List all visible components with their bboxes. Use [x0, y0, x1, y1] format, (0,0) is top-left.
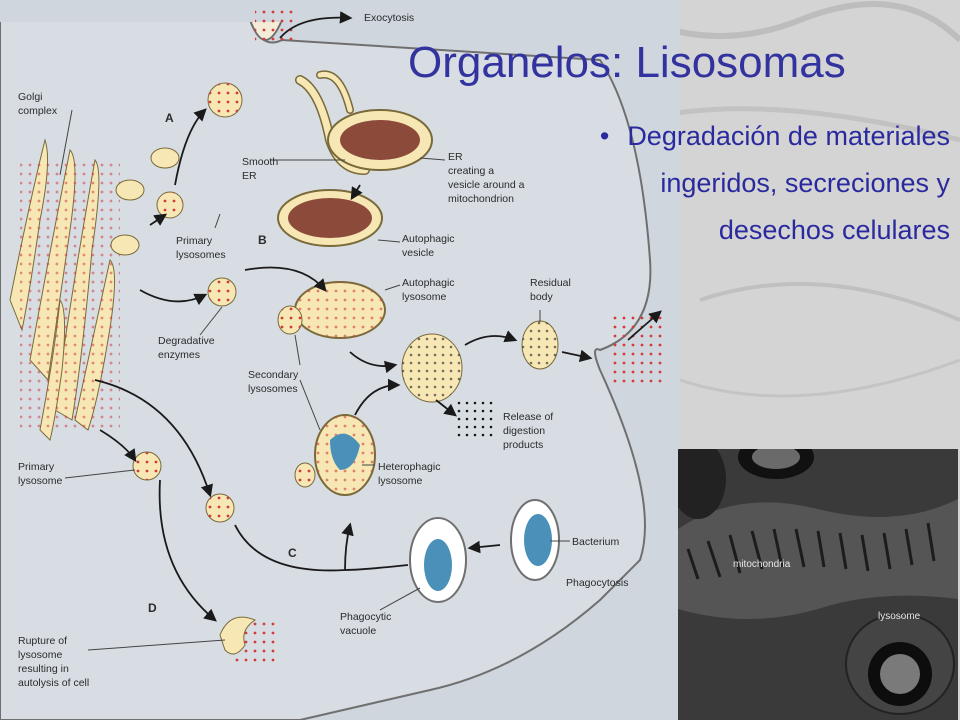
pathway-letter-d: D — [148, 601, 157, 615]
pathway-letter-c: C — [288, 546, 297, 560]
label-smooth-er-2: ER — [242, 170, 257, 182]
pathway-letter-a: A — [165, 111, 174, 125]
autophagic-vesicle — [277, 189, 383, 247]
label-phagocytic-vacuole-2: vacuole — [340, 625, 376, 637]
label-primary-lysosomes-2: lysosomes — [176, 249, 226, 261]
golgi-complex — [9, 138, 120, 441]
label-rupture-4: autolysis of cell — [18, 677, 89, 689]
label-primary-lysosomes-1: Primary — [176, 235, 213, 247]
label-secondary-lysosomes-1: Secondary — [248, 369, 299, 381]
micrograph-label-lysosome: lysosome — [878, 611, 921, 622]
label-primary-lysosome-1: Primary — [18, 461, 55, 473]
label-phagocytosis: Phagocytosis — [566, 577, 628, 589]
label-golgi-1: Golgi — [18, 91, 43, 103]
label-release-3: products — [503, 439, 543, 451]
bullet-marker: • — [599, 121, 610, 151]
label-primary-lysosome-2: lysosome — [18, 475, 63, 487]
label-heterophagic-1: Heterophagic — [378, 461, 440, 473]
label-rupture-2: lysosome — [18, 649, 63, 661]
label-phagocytic-vacuole-1: Phagocytic — [340, 611, 391, 623]
label-er-4: mitochondrion — [448, 193, 514, 205]
electron-micrograph: mitochondria lysosome — [678, 449, 958, 720]
mitochondrion-er — [327, 109, 433, 171]
label-smooth-er-1: Smooth — [242, 156, 278, 168]
ruptured-lysosome — [219, 616, 257, 655]
label-release-2: digestion — [503, 425, 545, 437]
label-release-1: Release of — [503, 411, 553, 423]
exocytosis-particles — [235, 5, 665, 665]
pathway-arrows — [94, 11, 662, 622]
label-rupture-1: Rupture of — [18, 635, 67, 647]
label-er-2: creating a — [448, 165, 494, 177]
label-er-1: ER — [448, 151, 463, 163]
label-residual-body-1: Residual — [530, 277, 571, 289]
pathway-letter-b: B — [258, 233, 267, 247]
micrograph-label-mitochondria: mitochondria — [733, 559, 791, 570]
autophagic-lysosome — [277, 281, 386, 339]
bullet-point: • Degradación de materiales ingeridos, se… — [598, 113, 950, 254]
label-autophagic-lysosome-1: Autophagic — [402, 277, 455, 289]
label-secondary-lysosomes-2: lysosomes — [248, 383, 298, 395]
diagram-labels: Exocytosis Golgi complex A Smooth ER ER … — [18, 12, 628, 689]
vesicles — [110, 82, 559, 523]
bullet-text: Degradación de materiales ingeridos, sec… — [627, 121, 950, 245]
label-degradative-enzymes-2: enzymes — [158, 349, 200, 361]
label-heterophagic-2: lysosome — [378, 475, 423, 487]
label-golgi-2: complex — [18, 105, 58, 117]
label-er-3: vesicle around a — [448, 179, 525, 191]
leader-lines — [59, 109, 570, 651]
label-residual-body-2: body — [530, 291, 554, 303]
phagocytic-vacuole — [409, 517, 467, 603]
slide-title: Organelos: Lisosomas — [408, 38, 846, 87]
heterophagic-lysosome — [294, 414, 376, 496]
label-exocytosis: Exocytosis — [364, 12, 414, 24]
label-bacterium: Bacterium — [572, 536, 620, 548]
label-autophagic-lysosome-2: lysosome — [402, 291, 447, 303]
label-rupture-3: resulting in — [18, 663, 69, 675]
label-autophagic-vesicle-2: vesicle — [402, 247, 434, 259]
bacterium-cell — [510, 499, 560, 581]
label-degradative-enzymes-1: Degradative — [158, 335, 215, 347]
label-autophagic-vesicle-1: Autophagic — [402, 233, 455, 245]
